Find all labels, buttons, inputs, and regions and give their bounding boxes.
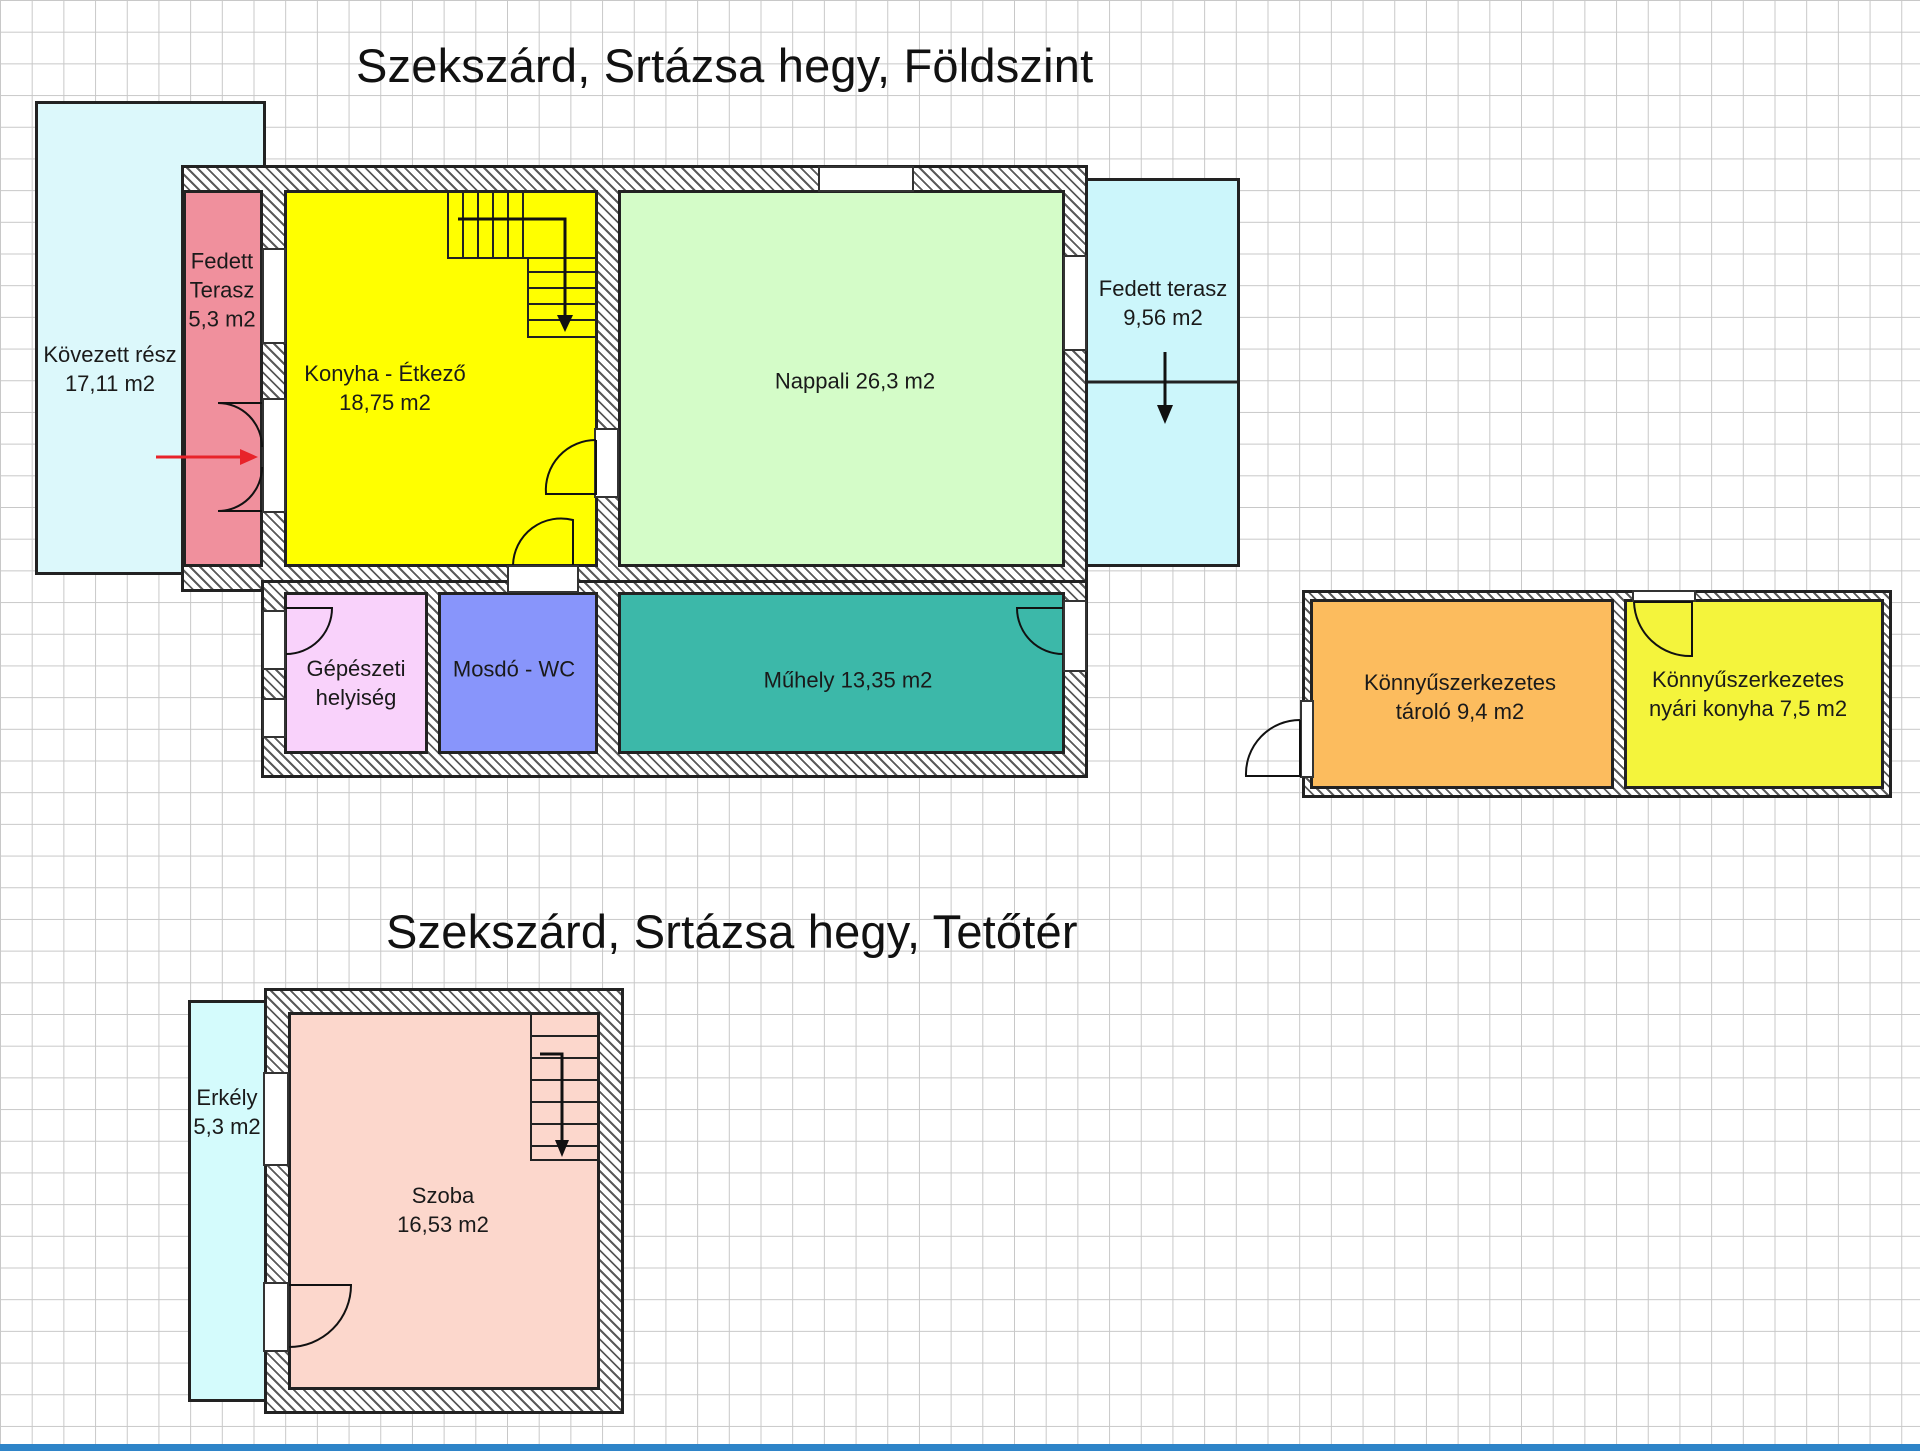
room-konnyuszerkezetes-nyari-konyha — [1624, 599, 1884, 789]
door-opening-konyha-bottom — [507, 565, 579, 593]
room-nappali — [618, 190, 1065, 567]
door-swings — [217, 402, 1693, 1348]
stairs-konyha — [447, 192, 597, 338]
door-opening-konyha-nappali — [594, 428, 619, 498]
stairs-konyha-arrow — [458, 217, 567, 322]
room-gepeszeti-helyiseg — [284, 592, 428, 754]
room-konyha-etkezo — [284, 190, 598, 567]
label-muhely: Műhely 13,35 m2 — [763, 667, 933, 693]
room-muhely — [618, 592, 1065, 754]
stairs-konyha-arrowhead — [557, 315, 573, 332]
stairs-szoba-arrow — [540, 1052, 564, 1146]
label-nappali: Nappali 26,3 m2 — [774, 368, 936, 394]
door-opening-muhely-right — [1063, 600, 1087, 672]
window-konyha-left-1 — [262, 248, 286, 344]
window-gepeszeti-left-2 — [262, 698, 286, 738]
window-nappali-right — [1063, 255, 1087, 351]
room-mosdo-wc — [438, 592, 598, 754]
stairs-szoba — [530, 1013, 599, 1161]
window-nappali-top — [818, 166, 914, 192]
bottom-edge-bar — [0, 1444, 1920, 1451]
room-fedett-terasz-right — [1085, 178, 1240, 567]
room-fedett-terasz-left — [183, 190, 263, 567]
room-szoba — [288, 1012, 600, 1390]
window-gepeszeti-left-1 — [262, 610, 286, 670]
ground-floor-title: Szekszárd, Srtázsa hegy, Földszint — [356, 39, 1094, 92]
stairs-szoba-arrowhead — [555, 1140, 569, 1157]
window-konyha-left-2 — [262, 398, 286, 513]
entrance-arrowhead — [240, 449, 258, 465]
attic-title: Szekszárd, Srtázsa hegy, Tetőtér — [386, 905, 1078, 958]
window-szoba-left-2 — [263, 1282, 289, 1352]
room-konnyuszerkezetes-tarolo — [1310, 599, 1614, 789]
terrace-arrowhead — [1157, 405, 1173, 424]
window-szoba-left-1 — [263, 1072, 289, 1166]
label-mosdo-wc: Mosdó - WC — [452, 656, 576, 682]
